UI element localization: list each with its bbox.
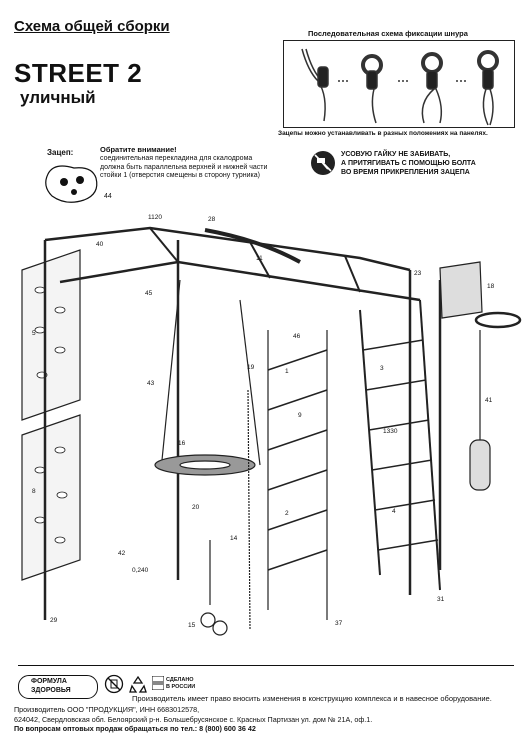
callout-number: 3: [380, 365, 384, 372]
callout-number: 28: [208, 216, 216, 223]
climbing-hold-icon: [45, 165, 98, 203]
callout-number: 42: [118, 550, 126, 557]
cord-fixation-panel: [283, 40, 515, 128]
wholesale-line: По вопросам оптовых продаж обращаться по…: [14, 724, 256, 733]
callout-number: 40: [96, 241, 104, 248]
logo-text-top: ФОРМУЛА: [31, 678, 67, 685]
callout-number: 37: [335, 620, 343, 627]
callout-number: 31: [437, 596, 445, 603]
callout-number: 14: [230, 535, 238, 542]
callout-number: 19: [247, 364, 255, 371]
cord-fixation-drawing: [301, 48, 499, 126]
callout-number: 18: [487, 283, 495, 290]
callout-number: 41: [485, 397, 493, 404]
footer-address-block: Производитель ООО "ПРОДУКЦИЯ", ИНН 66830…: [14, 705, 519, 734]
callout-number: 45: [145, 290, 153, 297]
callout-number: 11: [256, 255, 263, 262]
dimension-bottom: 0,240: [132, 567, 149, 574]
dimension-ladder: 1330: [383, 428, 398, 435]
callout-number: 29: [50, 617, 58, 624]
climbing-wall-panel: [21, 414, 81, 581]
zacep-label: Зацеп:: [47, 148, 74, 157]
callout-number: 1: [285, 368, 289, 375]
callout-number: 2: [285, 510, 289, 517]
cord-fixation-title: Последовательная схема фиксации шнура: [308, 29, 468, 38]
recycle-icon: [129, 675, 147, 693]
callout-number: 23: [414, 270, 422, 277]
cord-fixation-caption: Зацепы можно устанавливать в разных поло…: [278, 130, 488, 137]
address-line: 624042, Свердловская обл. Белоярский р-н…: [14, 714, 373, 724]
logo-text-bottom: ЗДОРОВЬЯ: [31, 687, 71, 694]
note-title: Обратите внимание!: [100, 145, 177, 154]
warning-line: ВО ВРЕМЯ ПРИКРЕПЛЕНИЯ ЗАЦЕПА: [341, 169, 470, 176]
note-line: должна быть параллельна верхней и нижней…: [100, 163, 268, 171]
note-line: стойки 1 (отверстия смещены в сторону ту…: [100, 172, 260, 179]
manufacturer-line: Производитель ООО "ПРОДУКЦИЯ", ИНН 66830…: [14, 705, 200, 714]
note-text: соединительная перекладина для скалодром…: [100, 155, 300, 181]
inclined-ladder-rungs: [362, 339, 439, 551]
model-subtitle: уличный: [20, 88, 96, 107]
made-in-russia-line1: СДЕЛАНО: [166, 677, 194, 683]
callout-number: 4: [392, 508, 396, 515]
footer-disclaimer: Производитель имеет право вносить измене…: [132, 694, 492, 703]
rope-ladder-rungs: [267, 349, 328, 571]
brand-logo: ФОРМУЛА ЗДОРОВЬЯ: [18, 675, 98, 699]
callout-number: 8: [32, 488, 36, 495]
page-title: Схема общей сборки: [14, 18, 170, 35]
footer-divider: [18, 665, 514, 666]
zacep-part-number: 44: [104, 193, 112, 200]
callout-number: 43: [147, 380, 155, 387]
note-line: соединительная перекладина для скалодром…: [100, 155, 253, 162]
warning-text: УСОВУЮ ГАЙКУ НЕ ЗАБИВАТЬ, А ПРИТЯГИВАТЬ …: [341, 150, 511, 177]
warning-line: А ПРИТЯГИВАТЬ С ПОМОЩЬЮ БОЛТА: [341, 160, 476, 167]
warning-line: УСОВУЮ ГАЙКУ НЕ ЗАБИВАТЬ,: [341, 151, 451, 158]
climbing-wall-panel: [21, 249, 81, 421]
no-hammer-icon: [311, 151, 335, 175]
callout-number: 15: [188, 622, 196, 629]
callout-number: 46: [293, 333, 301, 340]
made-in-russia-line2: В РОССИИ: [166, 684, 196, 690]
assembly-drawing: [21, 226, 522, 636]
callout-number: 16: [178, 440, 186, 447]
russia-flag-icon: [152, 676, 164, 690]
no-trash-icon: [104, 674, 124, 694]
callout-number: 9: [298, 412, 302, 419]
callout-number: 5: [32, 330, 36, 337]
model-name: STREET 2: [14, 58, 143, 88]
dimension-top: 1120: [148, 214, 162, 221]
callout-number: 20: [192, 504, 200, 511]
